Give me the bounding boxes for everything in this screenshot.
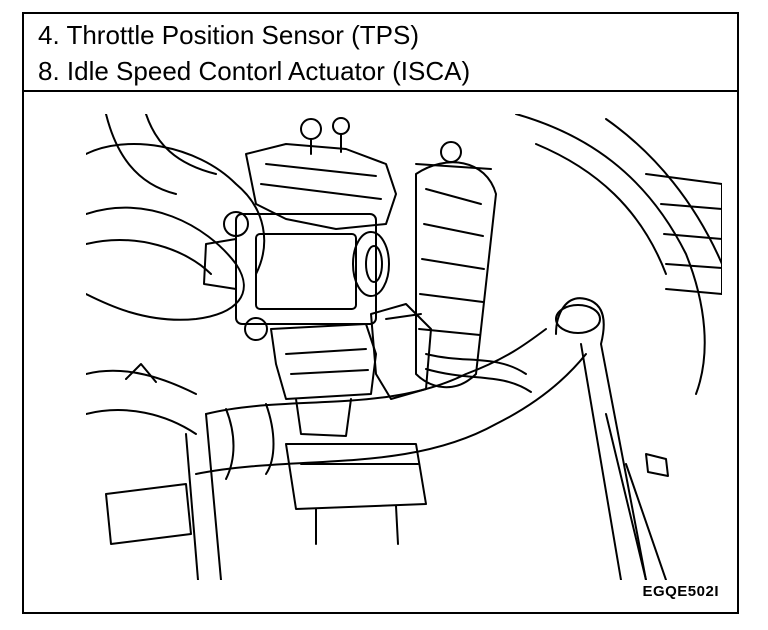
harness-wire-2 [425, 368, 532, 393]
right-bracket-rib [660, 203, 722, 269]
left-lower-hose-2 [86, 409, 197, 435]
thin-tube-2 [625, 463, 667, 580]
tps-sensor-shaft-inner [365, 245, 383, 283]
legend-item-tps: 4. Throttle Position Sensor (TPS) [38, 20, 420, 50]
right-duct-rib [605, 118, 722, 265]
right-bracket [645, 173, 722, 295]
intake-boot-rib-3 [421, 258, 485, 270]
lower-block [285, 443, 427, 510]
connector-plug [370, 303, 432, 400]
throttle-body-rib-2 [260, 183, 382, 200]
tps-sensor-shaft [352, 231, 390, 297]
intake-boot-rib-1 [425, 188, 482, 205]
isca-housing [270, 323, 377, 400]
left-hose-lower [86, 239, 212, 275]
lower-hose-band-2 [265, 403, 275, 475]
left-hose-upper [86, 206, 245, 321]
mount-stud [310, 133, 342, 155]
left-vert-pipe [205, 413, 222, 580]
harness-wire [425, 353, 527, 375]
boot-clamp [415, 163, 492, 170]
tps-screw [223, 211, 249, 237]
intake-boot-rib-4 [419, 293, 484, 303]
left-lower-hose [86, 369, 197, 395]
intake-boot-rib-5 [418, 328, 481, 336]
lower-hose-top [205, 328, 547, 415]
mount-bolt-top [300, 118, 322, 140]
right-hose-inner [580, 343, 622, 580]
intake-boot-outer [415, 161, 497, 389]
legend-header: 4. Throttle Position Sensor (TPS) 8. Idl… [24, 14, 737, 92]
right-hose-outer [555, 297, 647, 580]
isca-housing-rib [285, 348, 367, 355]
intake-boot-rib-2 [423, 223, 484, 237]
lower-hose-bottom [195, 353, 587, 475]
tps-bracket [203, 238, 237, 290]
right-duct-inner [535, 143, 667, 275]
legend-item-isca: 8. Idle Speed Contorl Actuator (ISCA) [38, 56, 471, 86]
mount-bolt-top-2 [332, 117, 350, 135]
right-hose-end [555, 304, 601, 334]
boot-clamp-screw [440, 141, 462, 163]
throttle-body-top [245, 143, 397, 230]
tps-screw-2 [244, 317, 268, 341]
figure-code: EGQE502I [642, 583, 719, 600]
fitting [645, 453, 669, 477]
left-vert-pipe-2 [185, 433, 199, 580]
lower-hose-band [225, 408, 235, 480]
isca-housing-rib-2 [290, 369, 369, 375]
thin-tube-1 [605, 413, 647, 580]
left-clip [125, 363, 157, 383]
throttle-body-rib [265, 163, 377, 177]
left-hose-ring [105, 114, 177, 195]
left-plate [105, 483, 192, 545]
figure-frame: 4. Throttle Position Sensor (TPS) 8. Idl… [22, 12, 739, 614]
left-hose-outline [86, 143, 266, 275]
right-duct [515, 114, 706, 395]
lower-block-stud [315, 505, 399, 545]
engine-line-drawing [86, 114, 722, 580]
left-hose-ring-2 [145, 114, 217, 175]
isca-mount [295, 398, 352, 437]
tps-sensor-face [255, 233, 357, 310]
